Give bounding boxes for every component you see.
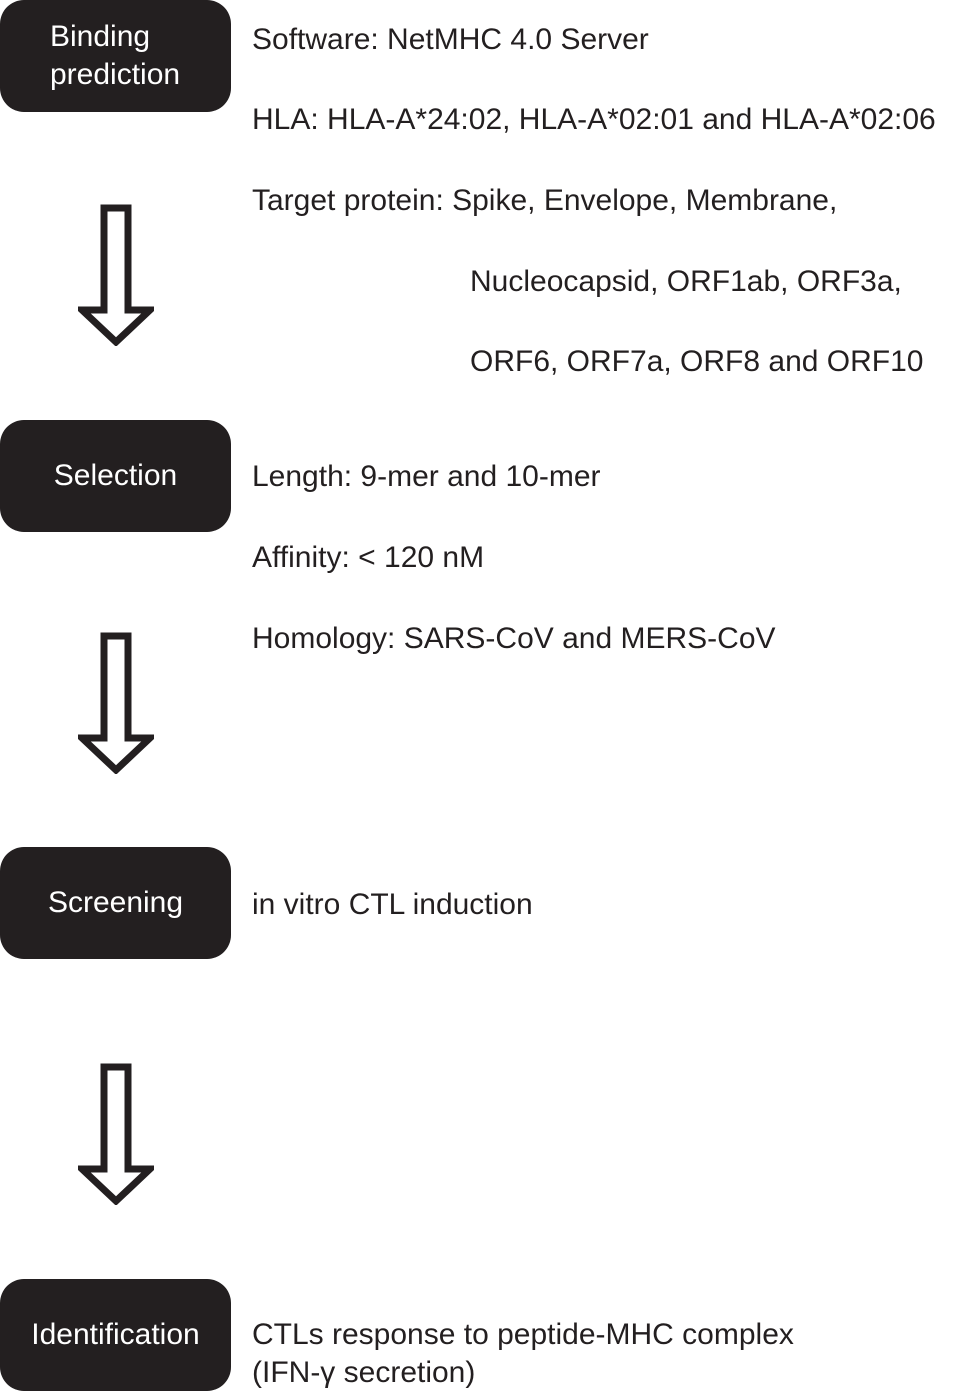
hollow-down-arrow-icon xyxy=(78,1063,154,1205)
step-box-binding-prediction: Binding prediction xyxy=(0,0,231,112)
selection-detail-homology: Homology: SARS-CoV and MERS-CoV xyxy=(252,622,776,655)
hollow-down-arrow-icon xyxy=(78,204,154,346)
step-label-screening: Screening xyxy=(47,886,184,919)
binding-detail-target-protein-cont-1: Nucleocapsid, ORF1ab, ORF3a, xyxy=(470,265,902,298)
step-label-selection: Selection xyxy=(53,459,178,492)
binding-detail-hla: HLA: HLA-A*24:02, HLA-A*02:01 and HLA-A*… xyxy=(252,103,936,136)
hollow-down-arrow-icon xyxy=(78,632,154,774)
identification-detail-ctl-response: CTLs response to peptide-MHC complex xyxy=(252,1318,794,1351)
step-label-binding-prediction: Binding prediction xyxy=(50,20,181,91)
binding-detail-target-protein-cont-2: ORF6, ORF7a, ORF8 and ORF10 xyxy=(470,345,924,378)
step-box-screening: Screening xyxy=(0,847,231,959)
identification-detail-ifn-secretion: (IFN-γ secretion) xyxy=(252,1356,476,1389)
step-label-identification: Identification xyxy=(31,1318,200,1351)
selection-detail-affinity: Affinity: < 120 nM xyxy=(252,541,485,574)
step-box-selection: Selection xyxy=(0,420,231,532)
screening-detail-ctl-induction: in vitro CTL induction xyxy=(252,888,533,921)
binding-detail-software: Software: NetMHC 4.0 Server xyxy=(252,23,649,56)
selection-detail-length: Length: 9-mer and 10-mer xyxy=(252,460,601,493)
binding-detail-target-protein: Target protein: Spike, Envelope, Membran… xyxy=(252,184,838,217)
step-box-identification: Identification xyxy=(0,1279,231,1391)
